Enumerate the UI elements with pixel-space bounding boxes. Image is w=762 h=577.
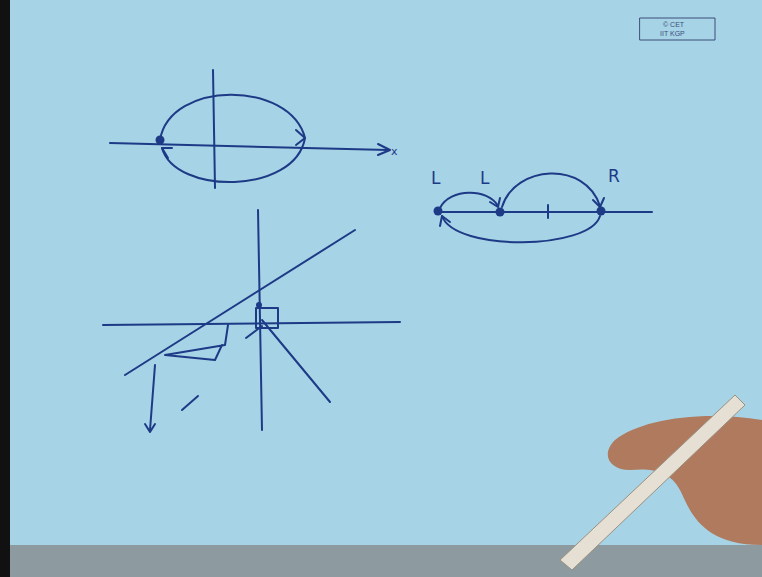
line-graph [125,230,355,375]
axis-label: x [391,146,398,157]
pencil [560,395,745,570]
point-dot [256,302,262,308]
cobweb-path [165,325,228,360]
y-axis [213,70,215,188]
point-label: L [431,170,440,187]
point-dot [434,207,443,216]
arrow-head [296,130,305,145]
point-dot [156,136,165,145]
cobweb-path [182,396,198,410]
arrow-head [378,144,390,155]
orbit-curve [160,95,305,182]
point-label: R [608,168,620,185]
frame-edge [10,545,762,577]
frame-edge [0,0,10,577]
jump-arc [440,193,498,208]
x-axis [103,322,400,325]
point-dot [597,207,606,216]
arrow-head [440,216,450,226]
line-graph [262,320,330,402]
jump-arc [502,173,600,207]
cobweb-path [150,365,155,430]
watermark: IIT KGP [660,30,685,37]
arrow-head [162,148,172,158]
hand [608,416,762,545]
jump-arc [442,216,600,242]
point-dot [496,208,505,217]
arrow-stroke [246,326,262,338]
box-mark [256,308,278,328]
arrow-head [145,424,155,432]
watermark-box [640,18,715,40]
number-line [435,211,652,213]
point-label: L [480,170,489,187]
tick-mark [547,205,549,218]
arrow-head [490,198,500,207]
watermark: © CET [663,21,684,28]
x-axis [110,143,388,150]
arrow-head [593,198,604,207]
